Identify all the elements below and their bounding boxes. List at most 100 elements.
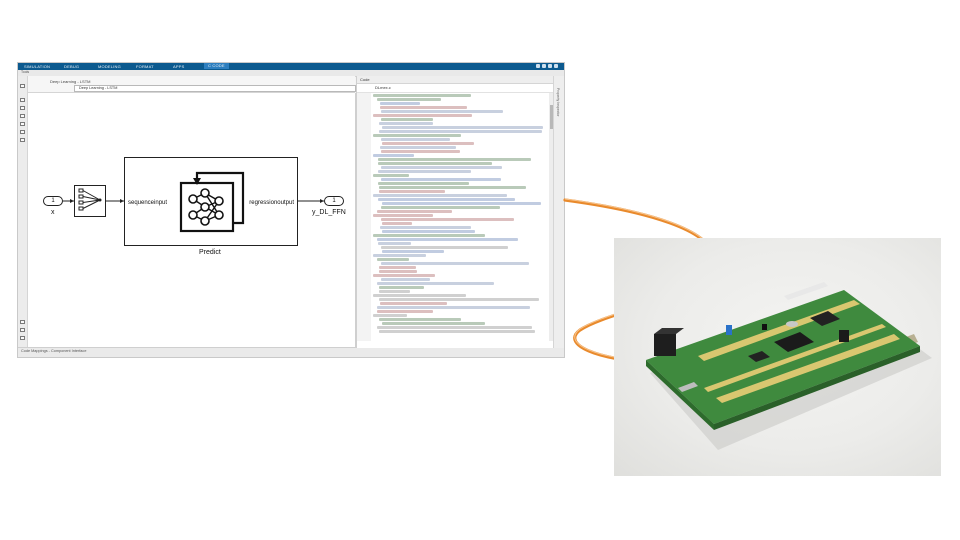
code-line	[373, 94, 471, 97]
simulink-window: SIMULATION DEBUG MODELING FORMAT APPS C …	[17, 62, 565, 358]
code-line	[373, 294, 466, 297]
code-line	[377, 310, 433, 313]
code-line	[379, 290, 410, 293]
code-line	[373, 134, 461, 137]
code-file-selector[interactable]: DLmex.c	[375, 85, 391, 90]
code-line	[377, 306, 530, 309]
toolbar-label: Tools	[21, 70, 30, 74]
code-line	[381, 206, 500, 209]
predict-subsystem[interactable]: sequenceinput regressionoutput	[124, 157, 298, 246]
code-panel: Code DLmex.c	[356, 76, 555, 348]
tab-apps[interactable]: APPS	[173, 64, 185, 69]
code-line	[379, 186, 526, 189]
hide-browser-icon[interactable]	[20, 84, 25, 88]
code-line	[381, 262, 529, 265]
code-line	[379, 190, 445, 193]
arrow-icon[interactable]	[20, 114, 25, 118]
code-line	[378, 198, 515, 201]
board-photo	[614, 238, 941, 476]
code-line	[380, 106, 467, 109]
code-line	[382, 322, 485, 325]
code-line	[373, 274, 435, 277]
code-line	[381, 150, 460, 153]
code-line	[373, 214, 433, 217]
code-line	[382, 126, 543, 129]
code-line	[381, 178, 501, 181]
code-line	[378, 182, 469, 185]
code-line	[377, 258, 409, 261]
code-line	[379, 298, 539, 301]
code-panel-header: Code	[357, 76, 555, 84]
user-button	[726, 325, 732, 335]
outport-label: y_DL_FFN	[312, 209, 346, 216]
area-icon[interactable]	[20, 138, 25, 142]
code-line	[379, 266, 416, 269]
search-icon[interactable]	[542, 64, 546, 68]
mux-icon	[78, 188, 102, 211]
tab-simulation[interactable]: SIMULATION	[24, 64, 51, 69]
code-line	[382, 142, 474, 145]
minimize-icon[interactable]	[548, 64, 552, 68]
code-line	[380, 146, 456, 149]
code-panel-title: Code	[360, 77, 370, 82]
model-header: Deep Learning - LSTM Deep Learning - LST…	[28, 76, 356, 93]
code-line	[373, 154, 414, 157]
outport-block[interactable]: 1	[324, 196, 344, 206]
code-line	[378, 242, 411, 245]
code-line	[382, 250, 444, 253]
code-line	[377, 326, 532, 329]
property-inspector-label: Property Inspector	[556, 88, 560, 117]
code-line	[378, 170, 471, 173]
model-breadcrumb[interactable]: Deep Learning - LSTM	[50, 79, 91, 84]
code-line	[373, 254, 426, 257]
annotation-icon[interactable]	[20, 122, 25, 126]
image-icon[interactable]	[20, 130, 25, 134]
tab-c-code[interactable]: C CODE	[204, 63, 229, 69]
inport-block[interactable]: 1	[43, 196, 63, 206]
code-line	[377, 98, 441, 101]
code-line	[377, 238, 518, 241]
tab-debug[interactable]: DEBUG	[64, 64, 80, 69]
code-line	[377, 282, 494, 285]
subsystem-name: Predict	[199, 249, 221, 256]
property-inspector-strip[interactable]: Property Inspector	[553, 76, 564, 348]
code-scrollbar[interactable]	[549, 93, 554, 341]
model-path-bar[interactable]: Deep Learning - LSTM	[74, 85, 356, 92]
help-icon[interactable]	[536, 64, 540, 68]
discovery-board-image	[646, 282, 932, 450]
status-text[interactable]: Code Mappings - Component Interface	[21, 349, 87, 353]
code-line	[373, 174, 409, 177]
model-canvas[interactable]: 1 x sequenceinput regressionoutput	[28, 93, 356, 347]
close-icon[interactable]	[554, 64, 558, 68]
subsystem-output-label: regressionoutput	[249, 200, 294, 206]
code-line	[382, 230, 475, 233]
property-icon[interactable]	[20, 328, 25, 332]
code-line	[379, 130, 542, 133]
sequence-block[interactable]	[74, 185, 106, 217]
fit-view-icon[interactable]	[20, 106, 25, 110]
canvas-toolstrip	[18, 76, 28, 348]
code-line	[380, 102, 420, 105]
code-line	[382, 222, 412, 225]
code-line	[382, 202, 541, 205]
model-path-text: Deep Learning - LSTM	[79, 86, 118, 90]
signal-lines	[63, 199, 324, 203]
tab-format[interactable]: FORMAT	[136, 64, 154, 69]
zoom-icon[interactable]	[20, 98, 25, 102]
code-editor[interactable]	[373, 94, 548, 340]
code-line	[378, 158, 531, 161]
code-line	[373, 234, 485, 237]
code-line	[373, 314, 407, 317]
code-line	[381, 166, 502, 169]
screenshot-icon[interactable]	[20, 320, 25, 324]
collapse-icon[interactable]	[20, 336, 25, 340]
usb-connector	[654, 334, 676, 356]
tab-modeling[interactable]: MODELING	[98, 64, 121, 69]
subsystem-input-label: sequenceinput	[128, 200, 168, 206]
code-line	[381, 218, 514, 221]
code-line	[379, 270, 417, 273]
code-line	[373, 114, 472, 117]
scroll-thumb[interactable]	[550, 105, 553, 129]
code-line	[381, 246, 508, 249]
inport-label: x	[51, 209, 55, 216]
